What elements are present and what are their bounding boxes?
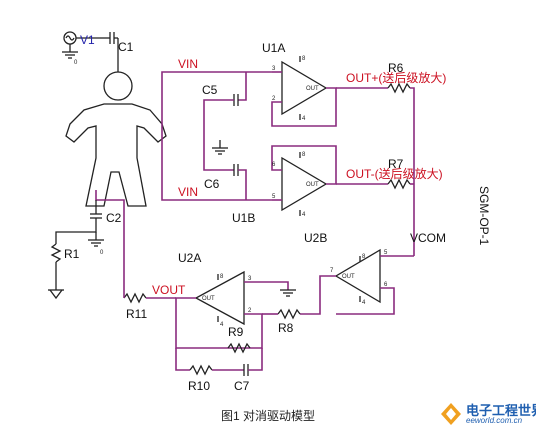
u1b-pin5: 5: [272, 194, 276, 200]
vin-top-wire: [161, 71, 272, 124]
v1-label: V1: [80, 33, 95, 47]
u1a-pin8: 8: [302, 56, 306, 62]
u1b-label: U1B: [232, 211, 255, 225]
r1-label: R1: [64, 247, 80, 261]
u2b-opamp: [300, 248, 414, 315]
u1b-opamp: [271, 145, 337, 216]
r11-resistor: [123, 292, 176, 304]
vout-label: VOUT: [152, 283, 186, 297]
u1a-label: U1A: [262, 41, 285, 55]
watermark-site: eeworld.com.cn: [466, 416, 523, 425]
u2b-pin7: 7: [330, 268, 334, 274]
u1b-pin6: 6: [272, 162, 276, 168]
r9-resistor: [227, 342, 251, 354]
v1-source: [62, 31, 100, 59]
u1b-out-label: OUT: [306, 182, 319, 188]
r9-label: R9: [228, 325, 244, 339]
r10-label: R10: [188, 379, 210, 393]
vcom-label: VCOM: [410, 231, 446, 245]
u1a-opamp: [271, 56, 337, 127]
vin-bottom-wire: [161, 124, 272, 201]
u1a-pin3: 3: [272, 66, 276, 72]
c2-label: C2: [106, 211, 122, 225]
u1a-pin2: 2: [272, 96, 276, 102]
r8-label: R8: [278, 321, 294, 335]
u1a-pin4: 4: [302, 116, 306, 122]
r6-label: R6: [388, 61, 404, 75]
u1a-out-label: OUT: [306, 86, 319, 92]
r7-label: R7: [388, 157, 404, 171]
u2a-label: U2A: [178, 251, 201, 265]
eeworld-watermark: 电子工程世界 eeworld.com.cn: [438, 398, 536, 436]
vin-bottom-label: VIN: [178, 185, 198, 199]
c1-capacitor: [100, 32, 119, 72]
u2b-pin5: 5: [384, 250, 388, 256]
c6-label: C6: [204, 177, 220, 191]
u2b-label: U2B: [304, 231, 327, 245]
c7-label: C7: [234, 379, 250, 393]
u2a-pin4: 4: [220, 322, 224, 328]
u1b-pin8: 8: [302, 152, 306, 158]
r11-label: R11: [126, 307, 147, 321]
r6-resistor: [387, 82, 415, 256]
u2b-pin6: 6: [384, 282, 388, 288]
u2b-out-label: OUT: [342, 274, 355, 280]
r8-resistor: [262, 308, 301, 320]
out-plus-label: OUT+(送后级放大): [346, 70, 446, 85]
u2a-pin8: 8: [220, 274, 224, 280]
u1b-pin4: 4: [302, 212, 306, 218]
u2b-pin8: 8: [362, 254, 366, 260]
c2-ground-label: 0: [100, 250, 104, 256]
c5-c6-network: [203, 72, 247, 200]
u2a-opamp: [175, 270, 296, 349]
eeworld-logo-icon: [441, 403, 461, 425]
c2-r1-network: [48, 190, 125, 300]
watermark-title: 电子工程世界: [466, 403, 536, 418]
u2a-pin3: 3: [248, 276, 252, 282]
c5-label: C5: [202, 83, 218, 97]
u2a-pin2: 2: [248, 308, 252, 314]
u2a-out-label: OUT: [202, 296, 215, 302]
sheet-label: SGM-OP-1: [477, 186, 491, 246]
r7-resistor: [387, 178, 414, 190]
c1-label: C1: [118, 40, 134, 54]
human-body-figure: [65, 71, 167, 207]
out-minus-label: OUT-(送后级放大): [346, 166, 443, 181]
r10-c7-network: [175, 348, 263, 376]
u2b-pin4: 4: [362, 300, 366, 306]
vin-top-label: VIN: [178, 57, 198, 71]
v1-ground-label: 0: [74, 60, 78, 66]
figure-caption: 图1 对消驱动模型: [220, 409, 315, 423]
